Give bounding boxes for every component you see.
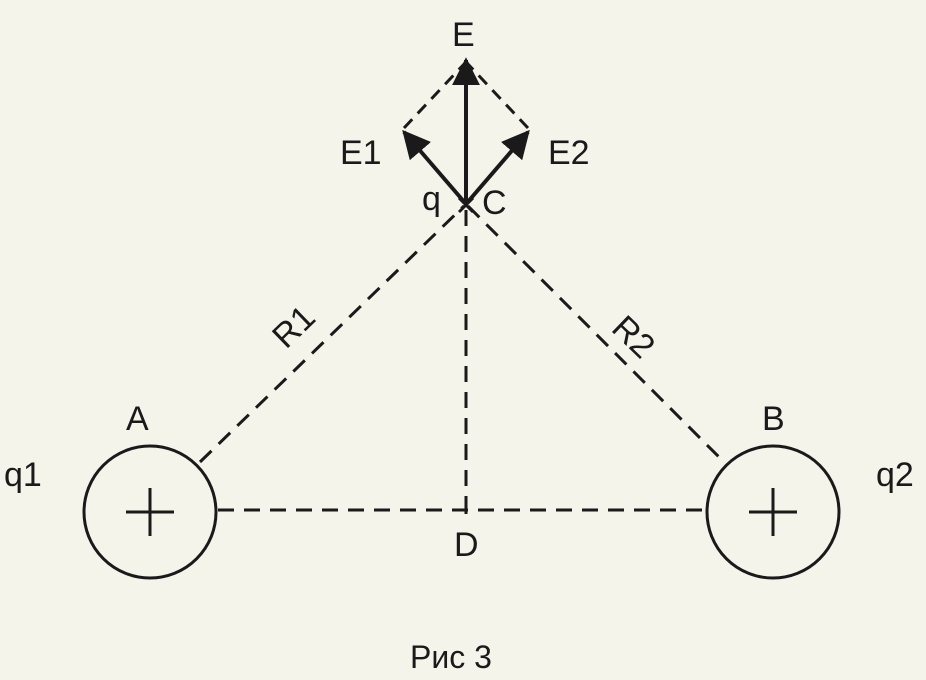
- label-e2: E2: [548, 134, 590, 172]
- r1-dashed-line: [198, 204, 466, 464]
- charge-b-circle: [705, 444, 841, 580]
- label-a: A: [126, 400, 149, 438]
- label-d: D: [454, 526, 479, 564]
- e1-to-e-dashed-line: [402, 60, 468, 130]
- label-q: q: [422, 180, 441, 218]
- point-c-cross-b: [457, 196, 475, 214]
- e1-vector-arrow: [402, 129, 468, 206]
- e2-to-e-dashed-line: [464, 60, 530, 130]
- charge-a-circle: [82, 444, 218, 580]
- label-e: E: [452, 16, 475, 54]
- label-r1: R1: [265, 298, 323, 356]
- label-e1: E1: [340, 134, 382, 172]
- label-q2: q2: [876, 456, 914, 494]
- label-c: C: [482, 184, 507, 222]
- label-r2: R2: [604, 308, 662, 366]
- label-q1: q1: [4, 456, 42, 494]
- r2-dashed-line: [466, 204, 726, 464]
- figure-caption: Рис 3: [410, 639, 492, 675]
- label-b: B: [762, 400, 785, 438]
- e2-vector-arrow: [464, 129, 530, 206]
